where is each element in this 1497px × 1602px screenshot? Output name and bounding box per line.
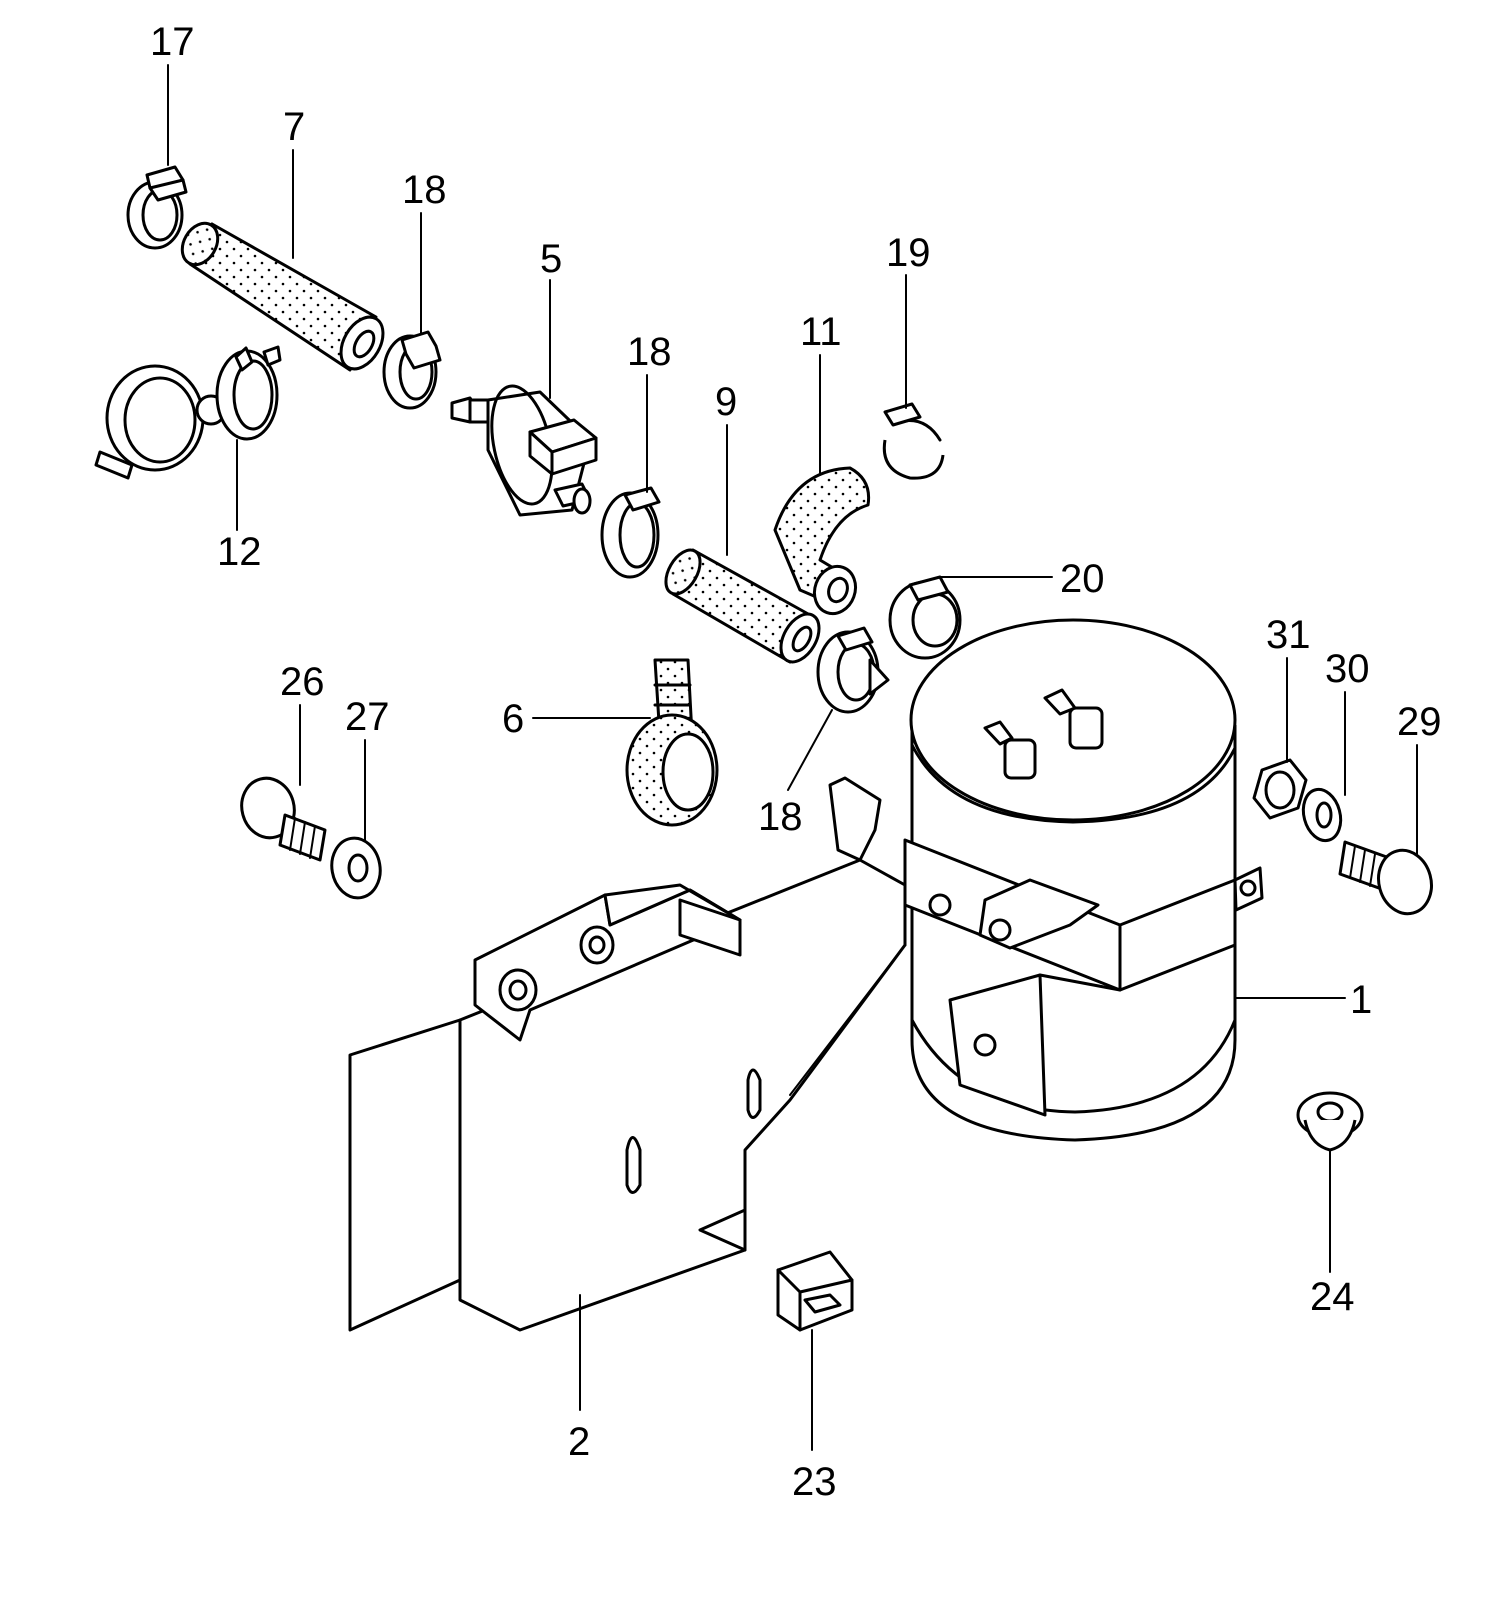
callout-7: 7 [283,105,305,149]
hose-clamp-18-upper [382,330,442,410]
canister-1 [858,618,1264,1142]
hose-clamp-19 [882,402,945,480]
hose-clamp-18-lower [816,626,890,714]
bolt-29 [1338,840,1433,916]
callout-5: 5 [540,237,562,281]
hose-clamp-18-middle [600,486,661,579]
bent-hose-11 [773,466,871,616]
callout-12: 12 [217,530,262,574]
hose-7 [180,221,385,372]
callout-18-lower: 18 [758,795,803,839]
callout-18-upper: 18 [402,168,447,212]
washer-30 [1301,787,1343,843]
double-clamp-12 [94,345,282,480]
washer-27 [330,836,382,900]
hose-9 [664,548,821,664]
callout-23: 23 [792,1460,837,1504]
callout-30: 30 [1325,647,1370,691]
callout-1: 1 [1350,978,1372,1022]
hose-clamp-17 [126,165,188,250]
callout-6: 6 [502,697,524,741]
callout-11: 11 [800,310,842,354]
bolt-26 [240,776,327,862]
callout-9: 9 [715,380,737,424]
leader-lines [167,64,1418,1451]
clip-clamp-6 [625,658,719,827]
clip-23 [776,1250,854,1332]
bracket-plate-2 [348,776,907,1332]
callout-19: 19 [886,231,931,275]
callout-29: 29 [1397,700,1442,744]
callout-27: 27 [345,695,390,739]
callout-labels: 17 7 18 5 18 11 19 9 12 20 31 30 29 26 2… [150,20,1442,1504]
nut-31 [1252,758,1308,820]
grommet-24 [1296,1091,1364,1152]
callout-18-middle: 18 [627,330,672,374]
callout-2: 2 [568,1420,590,1464]
callout-31: 31 [1266,613,1311,657]
callout-17: 17 [150,20,195,64]
callout-24: 24 [1310,1275,1355,1319]
callout-20: 20 [1060,557,1105,601]
hose-clamp-20 [888,575,962,660]
callout-26: 26 [280,660,325,704]
valve-fitting-5 [450,384,598,517]
